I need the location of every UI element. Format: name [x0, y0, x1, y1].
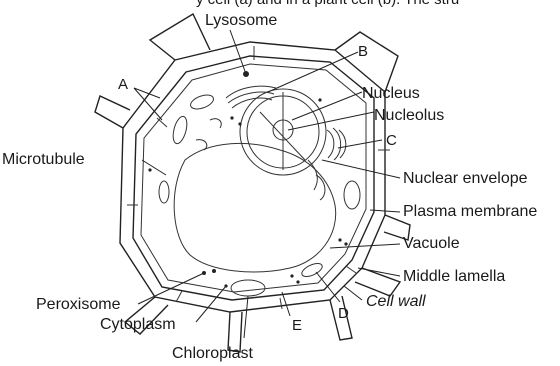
label-cytoplasm: Cytoplasm [100, 316, 176, 333]
label-peroxisome: Peroxisome [36, 296, 121, 313]
label-chloroplast: Chloroplast [172, 345, 253, 362]
label-b: B [358, 43, 368, 60]
label-a: A [118, 76, 128, 93]
golgi-c [327, 128, 346, 160]
golgi-apparatus [226, 86, 276, 108]
label-nucleolus: Nucleolus [374, 107, 444, 124]
label-e: E [292, 317, 302, 334]
leader-lines [134, 30, 400, 338]
label-c: C [386, 132, 397, 149]
nucleus-organelle [240, 89, 326, 175]
label-cell-wall: Cell wall [366, 293, 426, 310]
endoplasmic-reticulum [196, 119, 325, 200]
wall-plasmodesmata [127, 46, 390, 309]
label-plasma-membrane: Plasma membrane [403, 203, 537, 220]
label-d: D [338, 305, 349, 322]
central-vacuole [174, 143, 336, 272]
label-lysosome: Lysosome [205, 12, 277, 29]
header-partial-text: y cell (a) and in a plant cell (b). The … [196, 0, 459, 8]
label-microtubule: Microtubule [2, 151, 85, 168]
label-nucleus: Nucleus [362, 85, 420, 102]
label-middle-lamella: Middle lamella [403, 268, 505, 285]
label-nuclear-envelope: Nuclear envelope [403, 170, 528, 187]
label-vacuole: Vacuole [403, 235, 460, 252]
